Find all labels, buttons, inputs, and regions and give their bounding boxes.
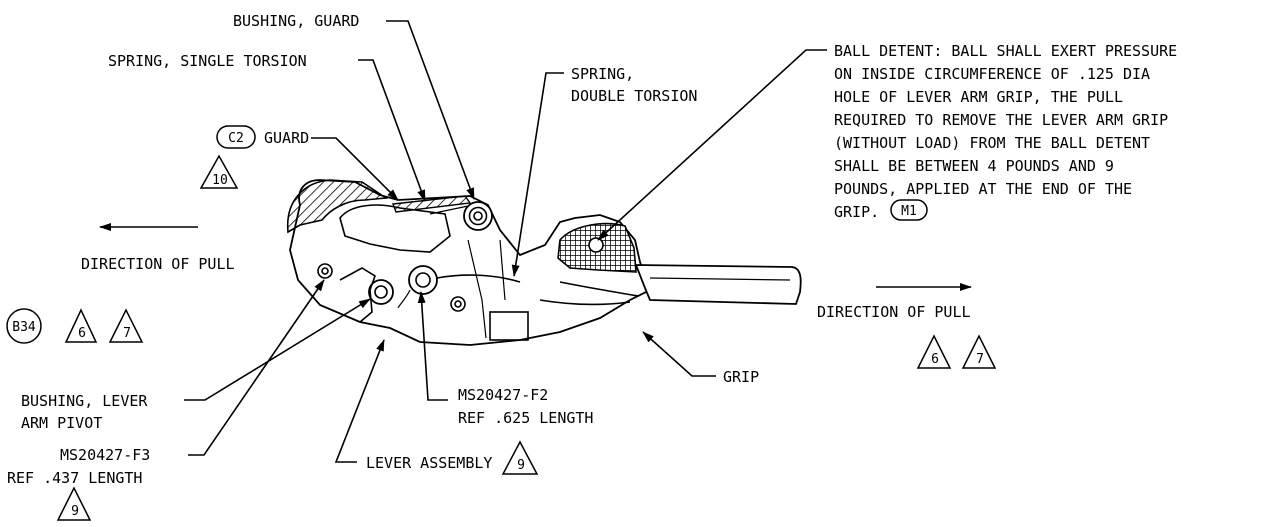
flag-10-triangle	[199, 154, 239, 189]
guard-strip	[392, 195, 472, 213]
label-direction-right: DIRECTION OF PULL	[817, 303, 971, 321]
label-bushing-lever-2: ARM PIVOT	[21, 414, 102, 432]
rivet-hole-left-inner	[321, 267, 329, 275]
ball-detent-line-1: BALL DETENT: BALL SHALL EXERT PRESSURE	[834, 42, 1177, 60]
ball-detent-line-4: REQUIRED TO REMOVE THE LEVER ARM GRIP	[834, 111, 1168, 129]
guard-bushing-mid	[468, 206, 488, 226]
single-torsion-spring	[429, 205, 469, 215]
flag-9-center-triangle	[501, 440, 539, 475]
m1-bubble-text: M1	[901, 204, 917, 219]
flag-9-left-triangle	[56, 486, 92, 521]
label-grip: GRIP	[723, 368, 759, 386]
lever-pivot-bushing-inner	[374, 285, 388, 299]
double-torsion-spring-arm	[436, 274, 521, 283]
flag-10-text: 10	[212, 173, 228, 188]
label-guard: GUARD	[264, 129, 309, 147]
flag-7-left-text: 7	[123, 326, 131, 341]
label-bushing-guard: BUSHING, GUARD	[233, 12, 359, 30]
rivet-hole-center-inner	[454, 300, 462, 308]
rivet-hole-left	[317, 263, 333, 279]
flag-6-left-text: 6	[78, 326, 86, 341]
label-spring-single-torsion: SPRING, SINGLE TORSION	[108, 52, 307, 70]
double-torsion-spring-arm-2	[397, 289, 411, 309]
guard-hatched	[286, 179, 389, 234]
double-torsion-spring-coil-outer	[408, 265, 438, 295]
flag-7-right-triangle	[961, 334, 997, 369]
flag-9-center-text: 9	[517, 458, 525, 473]
double-torsion-spring-coil-inner	[415, 272, 431, 288]
ball-detent-note: BALL DETENT: BALL SHALL EXERT PRESSURE O…	[834, 42, 1177, 221]
guard-bushing-outer	[463, 201, 493, 231]
rivet-hole-center	[450, 296, 466, 312]
label-ms-f2-1: MS20427-F2	[458, 386, 548, 404]
b34-bubble-text: B34	[12, 320, 36, 335]
flag-6-right-text: 6	[931, 352, 939, 367]
ball-detent-line-6: SHALL BE BETWEEN 4 POUNDS AND 9	[834, 157, 1114, 175]
label-spring-double-2: DOUBLE TORSION	[571, 87, 697, 105]
c2-bubble-text: C2	[228, 131, 244, 146]
flag-6-left-triangle	[64, 308, 98, 343]
label-ms-f3-1: MS20427-F3	[60, 446, 150, 464]
label-direction-left: DIRECTION OF PULL	[81, 255, 235, 273]
ball-detent-line-8: GRIP.	[834, 203, 879, 221]
latch-lines	[467, 239, 506, 339]
lever-pivot-bushing-outer	[368, 279, 394, 305]
ball-detent-line-3: HOLE OF LEVER ARM GRIP, THE PULL	[834, 88, 1123, 106]
label-ms-f2-2: REF .625 LENGTH	[458, 409, 593, 427]
grip-handle	[634, 264, 802, 305]
label-lever-assembly: LEVER ASSEMBLY	[366, 454, 492, 472]
latch-block	[489, 311, 529, 341]
flag-7-left-triangle	[108, 308, 144, 343]
label-bushing-lever-1: BUSHING, LEVER	[21, 392, 148, 410]
flag-9-left-text: 9	[71, 504, 79, 519]
ball-detent-ball	[588, 237, 604, 253]
snap-assembly-illustration	[286, 179, 802, 346]
label-spring-double-1: SPRING,	[571, 65, 634, 83]
label-ms-f3-2: REF .437 LENGTH	[7, 469, 142, 487]
m1-bubble	[890, 199, 928, 221]
c2-bubble	[216, 125, 256, 149]
leader-lines	[99, 20, 972, 463]
b34-bubble	[6, 308, 42, 344]
lever-lower-edge	[539, 281, 639, 306]
inner-cavity	[339, 204, 451, 253]
ball-detent-line-2: ON INSIDE CIRCUMFERENCE OF .125 DIA	[834, 65, 1150, 83]
guard-bushing-inner	[473, 211, 483, 221]
flag-6-right-triangle	[916, 334, 952, 369]
flag-7-right-text: 7	[976, 352, 984, 367]
ball-detent-line-5: (WITHOUT LOAD) FROM THE BALL DETENT	[834, 134, 1150, 152]
lever-arm-contour	[339, 267, 376, 323]
grip-handle-inner	[649, 277, 791, 281]
ball-detent-line-7: POUNDS, APPLIED AT THE END OF THE	[834, 180, 1132, 198]
